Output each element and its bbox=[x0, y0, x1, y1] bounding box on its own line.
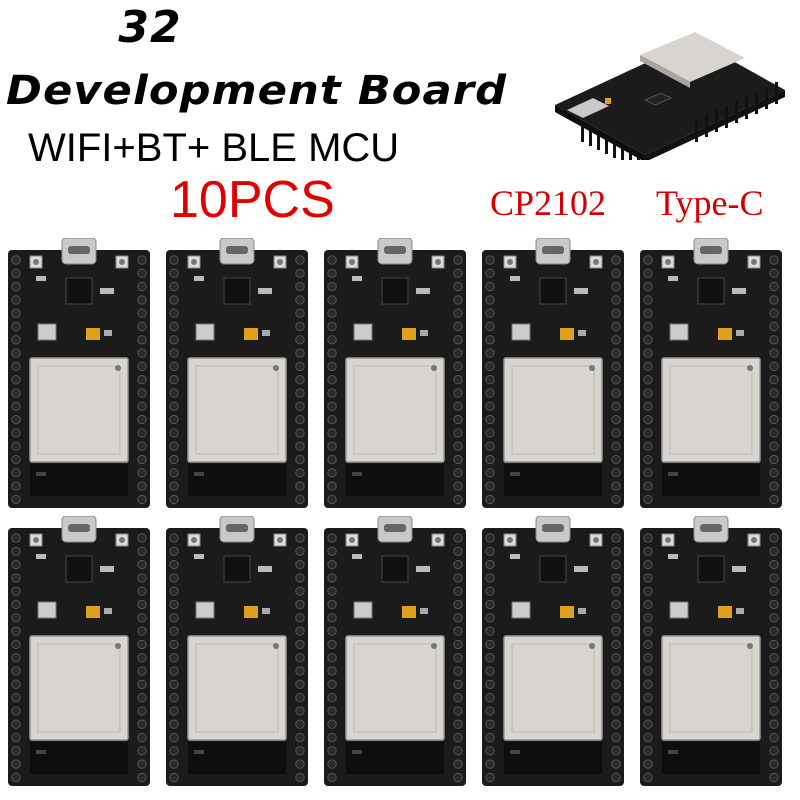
esp32-board bbox=[482, 515, 624, 786]
chip-label: CP2102 bbox=[490, 183, 607, 223]
connector-label: Type-C bbox=[656, 183, 764, 223]
esp32-board bbox=[640, 515, 782, 786]
esp32-board bbox=[166, 237, 308, 508]
esp32-board bbox=[166, 515, 308, 786]
esp32-board bbox=[324, 515, 466, 786]
esp32-board bbox=[8, 515, 150, 786]
esp32-board bbox=[482, 237, 624, 508]
product-title: Development Board bbox=[6, 68, 508, 114]
quantity-label: 10PCS bbox=[170, 171, 335, 229]
esp32-board bbox=[324, 237, 466, 508]
board-hero-image bbox=[555, 32, 785, 160]
feature-subtitle: WIFI+BT+ BLE MCU bbox=[28, 126, 400, 170]
esp32-board bbox=[8, 237, 150, 508]
product-model: 32 bbox=[118, 2, 182, 53]
esp32-board bbox=[640, 237, 782, 508]
